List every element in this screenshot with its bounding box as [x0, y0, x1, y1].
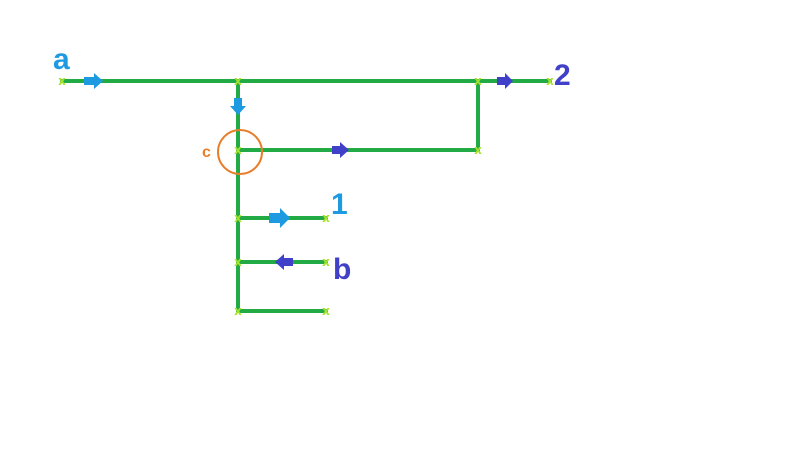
node-markers: x x x x x x x x x x x x: [58, 74, 554, 318]
arrow-right-icon: [84, 73, 103, 89]
label-a: a: [53, 43, 70, 76]
node-c-highlight-circle: [217, 129, 263, 175]
node-marker: x: [546, 74, 554, 88]
node-marker: x: [474, 74, 482, 88]
node-marker: x: [234, 143, 242, 157]
node-marker: x: [234, 211, 242, 225]
arrow-right-icon: [332, 142, 349, 158]
node-marker: x: [322, 255, 330, 269]
arrow-left-icon: [275, 254, 293, 270]
arrow-down-icon: [230, 98, 246, 115]
flow-arrows: [84, 73, 513, 270]
node-marker: x: [234, 74, 242, 88]
arrow-right-icon: [497, 73, 513, 89]
node-marker: x: [234, 304, 242, 318]
pipe-segments: [60, 79, 552, 313]
node-marker: x: [234, 255, 242, 269]
node-marker: x: [322, 211, 330, 225]
label-2: 2: [554, 59, 571, 92]
arrow-right-icon: [269, 208, 290, 228]
node-marker: x: [474, 143, 482, 157]
node-marker: x: [58, 74, 66, 88]
label-1: 1: [331, 188, 348, 221]
label-c: c: [202, 144, 211, 161]
label-b: b: [333, 253, 351, 286]
node-marker: x: [322, 304, 330, 318]
